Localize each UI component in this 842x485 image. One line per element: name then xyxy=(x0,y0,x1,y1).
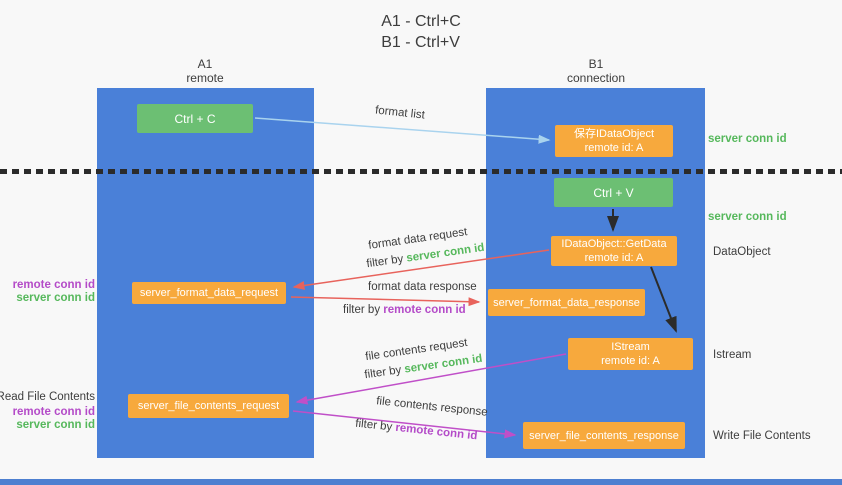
title-line-2: B1 - Ctrl+V xyxy=(381,34,460,51)
column-b1-role: connection xyxy=(566,71,626,85)
server-conn-id-label-mid: server conn id xyxy=(708,211,787,223)
filter-by-prefix-4: filter by xyxy=(354,417,397,434)
save-idataobject-box: 保存IDataObject remote id: A xyxy=(555,125,673,157)
remote-conn-id-label-2: remote conn id xyxy=(12,406,95,418)
server-file-contents-request-label: server_file_contents_request xyxy=(137,400,280,412)
write-file-contents-label: Write File Contents xyxy=(713,430,811,442)
column-header-a1: A1 remote xyxy=(145,57,265,85)
read-file-contents-label: Read File Contents xyxy=(0,391,95,403)
server-conn-id-label-2: server conn id xyxy=(16,419,95,431)
idataobject-getdata-line1: IDataObject::GetData xyxy=(561,238,667,250)
istream-box: IStream remote id: A xyxy=(568,338,693,370)
filter-by-id-2: remote conn id xyxy=(383,304,466,316)
istream-label: Istream xyxy=(713,349,752,361)
filter-by-remote-conn-id-label-1: filter by remote conn id xyxy=(343,304,466,316)
column-header-b1: B1 connection xyxy=(536,57,656,85)
filter-by-prefix-1: filter by xyxy=(365,252,408,271)
istream-box-line1: IStream xyxy=(611,341,650,353)
format-data-response-label: format data response xyxy=(368,281,477,293)
server-format-data-request-label: server_format_data_request xyxy=(139,287,279,299)
filter-by-id-3: server conn id xyxy=(403,352,484,376)
filter-by-prefix-3: filter by xyxy=(363,363,406,382)
filter-by-id-1: server conn id xyxy=(405,241,486,265)
server-file-contents-response-box: server_file_contents_response xyxy=(523,422,685,449)
format-list-label: format list xyxy=(374,104,426,122)
remote-conn-id-label-1: remote conn id xyxy=(12,279,95,291)
server-format-data-response-label: server_format_data_response xyxy=(493,296,640,309)
idataobject-getdata-box: IDataObject::GetData remote id: A xyxy=(551,236,677,266)
server-file-contents-request-box: server_file_contents_request xyxy=(128,394,289,418)
save-idataobject-line2: remote id: A xyxy=(584,142,644,154)
server-format-data-response-box: server_format_data_response xyxy=(488,289,645,316)
ctrl-c-key-box: Ctrl + C xyxy=(137,104,253,133)
filter-by-id-4: remote conn id xyxy=(394,421,478,443)
server-file-contents-response-label: server_file_contents_response xyxy=(529,429,679,442)
column-b1-name: B1 xyxy=(588,57,604,71)
ctrl-v-label: Ctrl + V xyxy=(593,185,634,200)
server-conn-id-label-top: server conn id xyxy=(708,133,787,145)
title-line-1: A1 - Ctrl+C xyxy=(381,13,461,30)
ctrl-v-key-box: Ctrl + V xyxy=(554,178,673,207)
bottom-bar xyxy=(0,479,842,485)
diagram-title: A1 - Ctrl+C B1 - Ctrl+V xyxy=(0,11,842,53)
column-a1-role: remote xyxy=(186,71,224,85)
idataobject-getdata-line2: remote id: A xyxy=(584,252,644,264)
filter-by-remote-conn-id-label-2: filter by remote conn id xyxy=(355,418,478,443)
column-a1-name: A1 xyxy=(197,57,213,71)
file-contents-response-label: file contents response xyxy=(375,395,489,419)
save-idataobject-line1: 保存IDataObject xyxy=(573,128,655,140)
format-data-response-arrow xyxy=(290,296,481,307)
istream-box-line2: remote id: A xyxy=(601,355,660,367)
filter-by-prefix-2: filter by xyxy=(343,304,384,316)
dataobject-label: DataObject xyxy=(713,246,771,258)
session-boundary-dashed-line xyxy=(0,169,842,174)
server-format-data-request-box: server_format_data_request xyxy=(132,282,286,304)
ctrl-c-label: Ctrl + C xyxy=(174,111,216,126)
server-conn-id-label-1: server conn id xyxy=(16,292,95,304)
